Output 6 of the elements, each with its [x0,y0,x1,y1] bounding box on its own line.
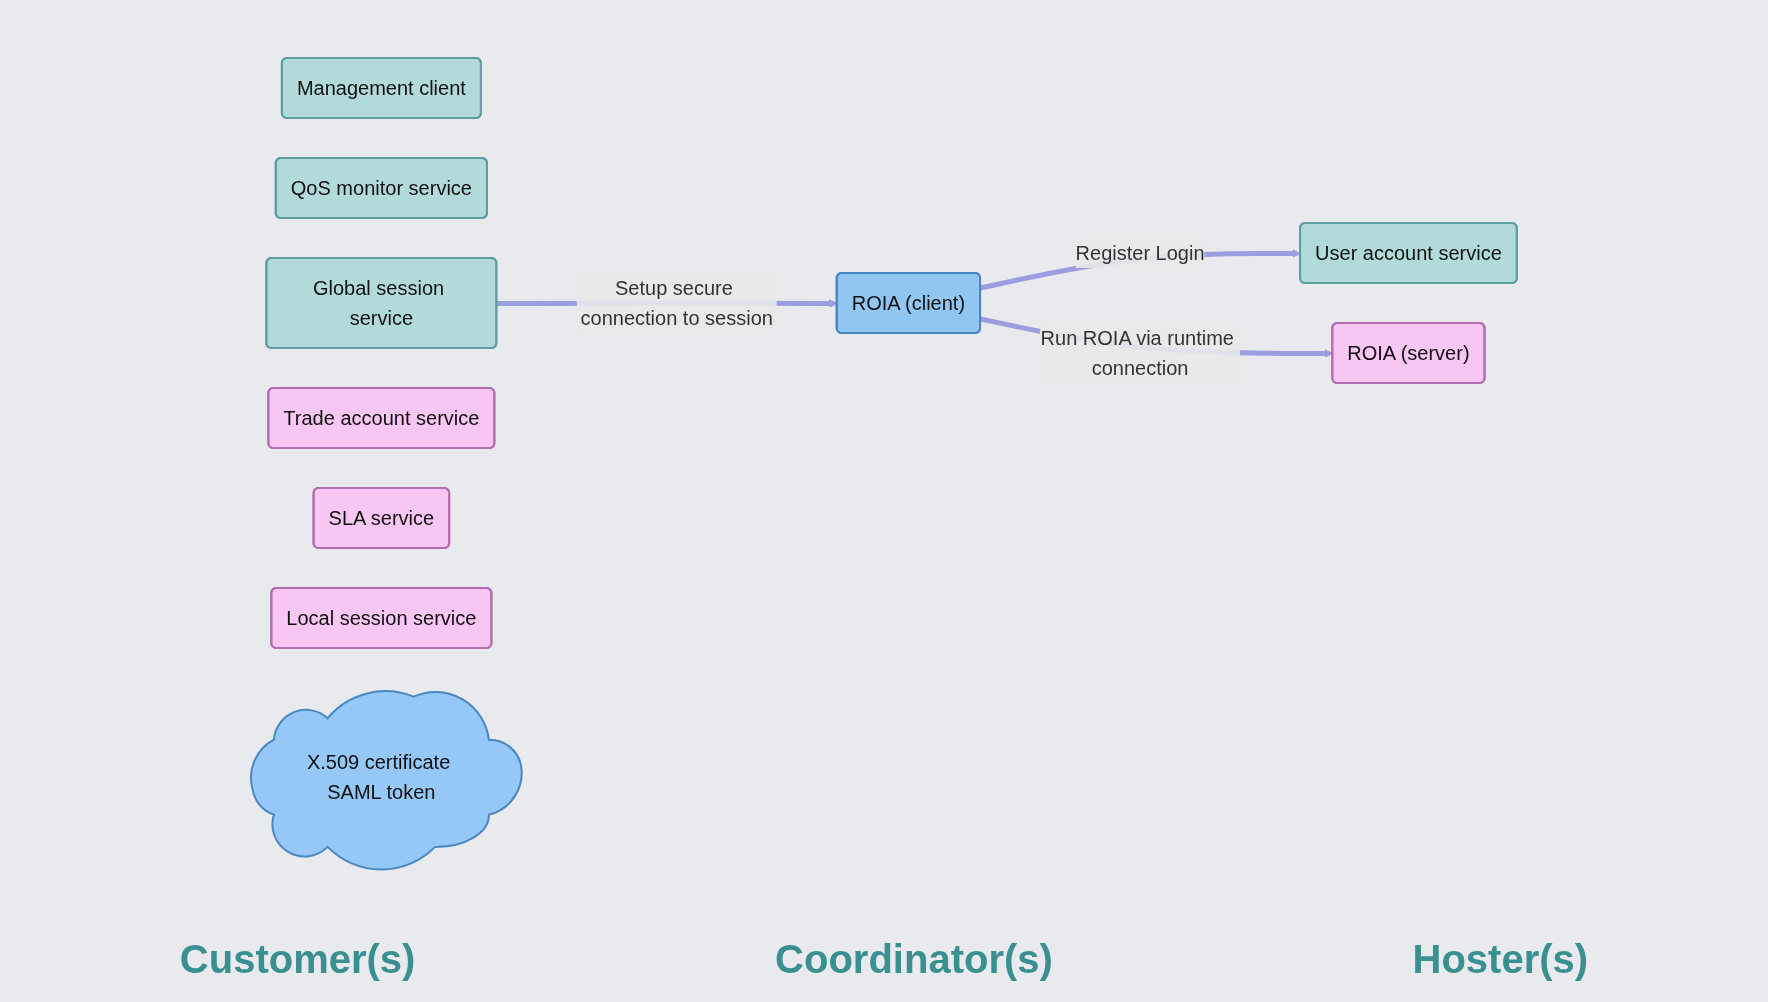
edge-label: Run ROIA via runtime connection [1040,326,1235,379]
edge-label: Register Login [1075,241,1205,264]
edge-label: Setup secure connection to session [580,276,773,329]
column-heading: Customer(s) [179,937,416,982]
column-heading: Hoster(s) [1412,937,1589,982]
column-heading: Coordinator(s) [775,937,1053,982]
